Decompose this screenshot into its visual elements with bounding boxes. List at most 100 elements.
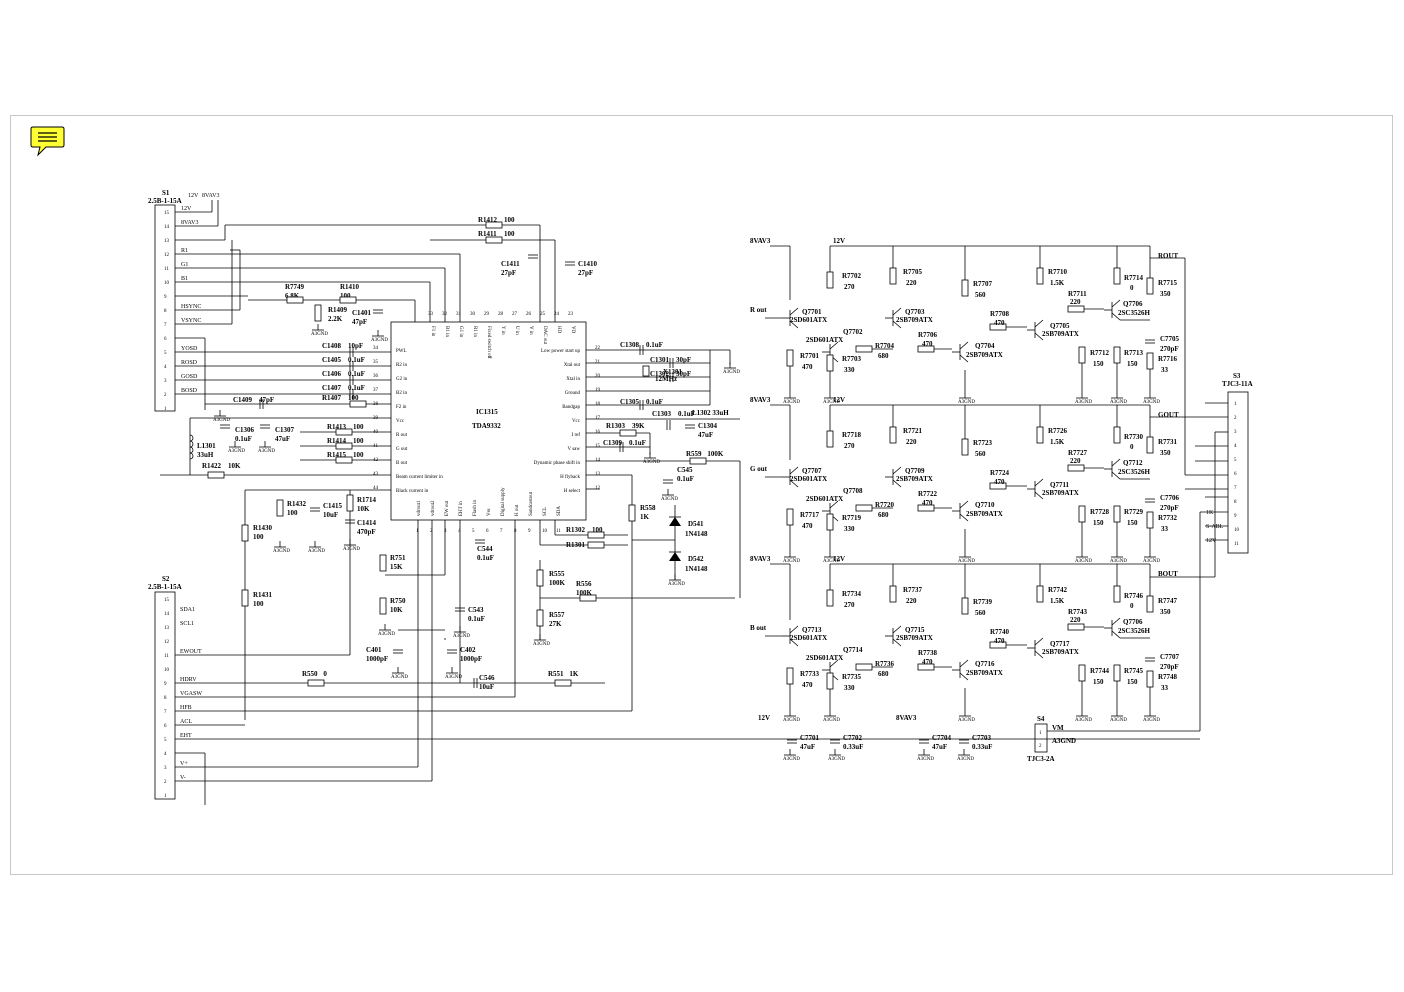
- ic-pin-number: 2: [430, 529, 433, 534]
- part-value: 27pF: [501, 269, 516, 277]
- res-value: 33: [1161, 684, 1169, 692]
- s1-pin-number: 13: [164, 239, 170, 244]
- part-ref: R751: [390, 554, 406, 562]
- transistor-type: 2SD601ATX: [806, 336, 843, 344]
- part-ref: R1415: [327, 451, 347, 459]
- part-value: 10K: [228, 462, 241, 470]
- ic-pin-number: 5: [472, 529, 475, 534]
- ic-pin-name: I ref: [572, 433, 581, 438]
- part-ref: R558: [640, 504, 656, 512]
- part-value: 0.1uF: [348, 356, 365, 364]
- s2-part: 2.5B-1-15A: [148, 583, 182, 591]
- ground-label: A3GND: [343, 547, 360, 552]
- s2-pin-number: 8: [164, 696, 167, 701]
- part-ref: R1410: [340, 283, 360, 291]
- s2-pin-number: 15: [164, 598, 170, 603]
- part-ref: R750: [390, 597, 406, 605]
- res-ref: R7727: [1068, 449, 1088, 457]
- part-value: 100: [287, 509, 298, 517]
- s3-pin-number: 11: [1234, 542, 1239, 547]
- ic-pin-number: 15: [595, 444, 601, 449]
- transistor-type: 2SB709ATX: [896, 316, 933, 324]
- ground-label: A3GND: [917, 757, 934, 762]
- channel-output-net: ROUT: [1158, 252, 1179, 260]
- ground-label: A3GND: [668, 582, 685, 587]
- transistor-type: 2SC3526H: [1118, 468, 1150, 476]
- part-value: 100: [353, 423, 364, 431]
- part-value: 10K: [357, 505, 370, 513]
- ic-pin-name: DAC out: [542, 326, 547, 345]
- part-ref: R1303: [606, 422, 626, 430]
- s1-pin-number: 11: [164, 267, 169, 272]
- transistor-ref: Q7708: [843, 487, 863, 495]
- transistor-type: 2SD601ATX: [790, 634, 827, 642]
- ch3-supply-8v: 8VAV3: [750, 555, 771, 563]
- res-ref: R7734: [842, 590, 862, 598]
- part-value: 100K: [549, 579, 566, 587]
- res-value: 0: [1130, 443, 1134, 451]
- res-value: 560: [975, 291, 986, 299]
- transistor-ref: Q7716: [975, 660, 995, 668]
- part-value: 100: [340, 292, 351, 300]
- part-value: 0.33uF: [972, 743, 992, 751]
- ic-pin-number: 9: [528, 529, 531, 534]
- ground-label: A3GND: [958, 400, 975, 405]
- res-ref: R7713: [1124, 349, 1144, 357]
- ic-pin-number: 11: [556, 529, 561, 534]
- s3-pin-number: 3: [1234, 430, 1237, 435]
- s1-pin-number: 7: [164, 323, 167, 328]
- part-value: 10uF: [479, 683, 494, 691]
- part-ref: C1309: [603, 439, 623, 447]
- note-comment-icon[interactable]: [30, 125, 66, 162]
- ic-pin-number: 39: [373, 416, 379, 421]
- res-value: 0: [1130, 602, 1134, 610]
- ic-pin-number: 16: [595, 430, 601, 435]
- transistor-ref: Q7717: [1050, 640, 1070, 648]
- part-ref: C1304: [698, 422, 718, 430]
- res-value: 330: [844, 366, 855, 374]
- res-value: 33: [1161, 366, 1169, 374]
- s2-pin-net: V+: [180, 761, 188, 767]
- ic-pin-name: PWL: [396, 349, 407, 354]
- ground-label: A3GND: [533, 642, 550, 647]
- res-value: 1.5K: [1050, 438, 1065, 446]
- transistor-type: 2SB709ATX: [1042, 489, 1079, 497]
- s1-pin-net: VSYNC: [181, 318, 201, 324]
- s2-pin-number: 13: [164, 626, 170, 631]
- ic-pin-name: F1 in: [430, 326, 435, 337]
- transistor-type: 2SD601ATX: [790, 316, 827, 324]
- s2-pin-number: 2: [164, 780, 167, 785]
- ground-label: A3GND: [661, 497, 678, 502]
- part-ref: R1413: [327, 423, 347, 431]
- res-ref: R7702: [842, 272, 862, 280]
- part-value: 100: [504, 230, 515, 238]
- ch2-supply-12v: 12V: [833, 396, 845, 404]
- ic-pin-number: 34: [373, 346, 379, 351]
- res-value: 270: [844, 601, 855, 609]
- res-ref: R7718: [842, 431, 862, 439]
- ground-label: A3GND: [308, 549, 325, 554]
- part-ref: C1409: [233, 396, 253, 404]
- s3-pin-number: 9: [1234, 514, 1237, 519]
- part-value: 30pF: [676, 370, 691, 378]
- ground-label: A3GND: [823, 559, 840, 564]
- part-value: 0.1uF: [468, 615, 485, 623]
- s1-pin-net: R1: [181, 248, 188, 254]
- part-ref: C1405: [322, 356, 342, 364]
- part-ref: C1415: [323, 502, 343, 510]
- s3-pin-number: 8: [1234, 500, 1237, 505]
- s2-pin-number: 12: [164, 640, 170, 645]
- res-ref: R7732: [1158, 514, 1178, 522]
- ic-pin-number: 38: [373, 402, 379, 407]
- part-value: 10K: [390, 606, 403, 614]
- channel-input-label: R out: [750, 306, 767, 314]
- ground-label: A3GND: [1075, 718, 1092, 723]
- s2-ref: S2: [162, 575, 170, 583]
- transistor-ref: Q7714: [843, 646, 863, 654]
- channel-input-label: G out: [750, 465, 768, 473]
- s4-part: TJC3-2A: [1027, 755, 1055, 763]
- ic-pin-number: 36: [373, 374, 379, 379]
